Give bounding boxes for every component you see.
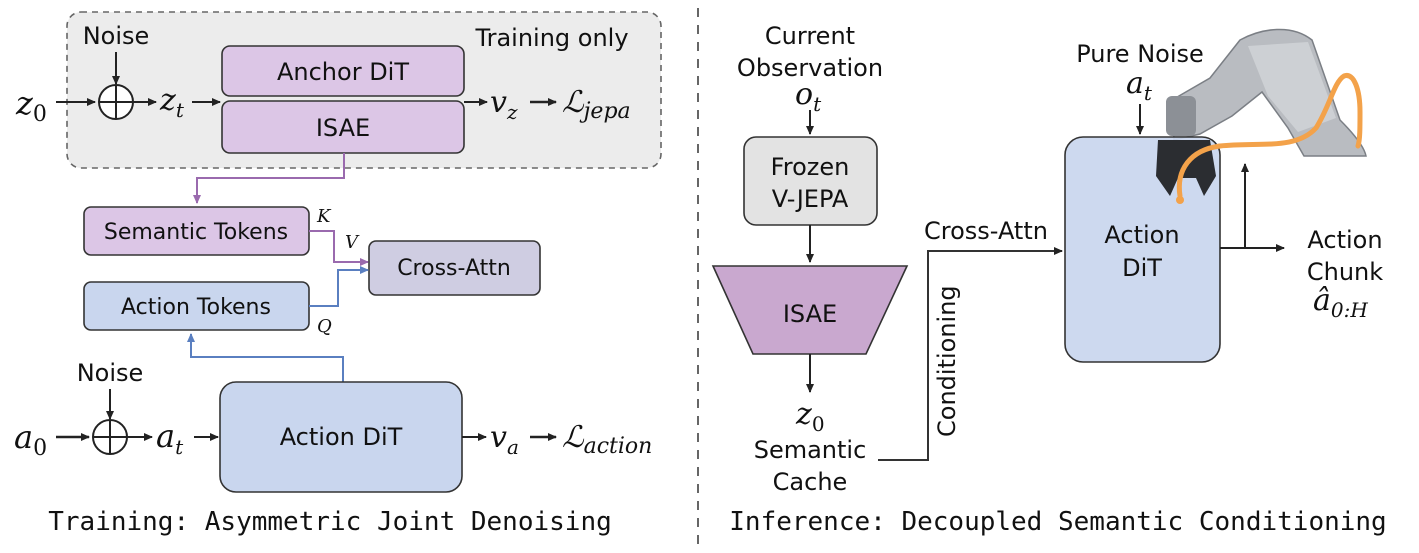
loss-jepa-symbol: ℒjepa (562, 85, 631, 124)
isae-top-label: ISAE (316, 114, 370, 142)
action-tokens-label: Action Tokens (121, 295, 271, 320)
inf-dit-label: DiT (1122, 254, 1162, 282)
output-action-label: Action (1307, 226, 1382, 254)
action-q-connector (309, 266, 369, 307)
dit-to-action-tokens-connector (187, 333, 344, 382)
inf-action-label: Action (1104, 221, 1179, 249)
anchor-dit-box (221, 45, 465, 97)
pure-noise-at-symbol: at (1126, 66, 1153, 105)
cross-attn-label: Cross-Attn (397, 256, 511, 281)
isae-trapezoid (711, 265, 909, 355)
current-label: Current (765, 22, 855, 50)
semantic-kv-connector (309, 230, 369, 266)
isae-to-semantic-connector (193, 153, 345, 204)
cross-attn-box (368, 240, 541, 296)
anchor-dit-label: Anchor DiT (277, 58, 409, 86)
vjepa-label: V-JEPA (772, 185, 849, 213)
q-label: Q (317, 316, 332, 337)
conditioning-label: Conditioning (933, 285, 961, 437)
pure-noise-label: Pure Noise (1076, 40, 1204, 68)
loss-action-symbol: ℒaction (562, 420, 652, 459)
cross-attn-inf-label: Cross-Attn (924, 217, 1048, 245)
conditioning-connector (878, 247, 1063, 461)
z0-symbol: z0 (15, 84, 47, 127)
training-caption: Training: Asymmetric Joint Denoising (48, 507, 612, 537)
ot-symbol: ot (795, 77, 822, 116)
sum-node-top (98, 84, 134, 120)
noise-label-top: Noise (83, 22, 150, 50)
isae-label: ISAE (783, 300, 837, 328)
sum-node-bottom (92, 419, 128, 455)
zt-symbol: zt (159, 83, 185, 122)
trace-overlay (1176, 143, 1223, 199)
output-chunk-label: Chunk (1307, 258, 1383, 286)
noise-label-bottom: Noise (77, 359, 144, 387)
inference-caption: Inference: Decoupled Semantic Conditioni… (729, 507, 1386, 537)
cache-label: Cache (773, 468, 848, 496)
k-label: K (316, 206, 332, 227)
output-ahat-symbol: â0:H (1313, 283, 1368, 322)
cache-z0-symbol: z0 (795, 397, 825, 436)
semantic-label: Semantic (754, 436, 867, 464)
frozen-label: Frozen (771, 153, 850, 181)
action-dit-label: Action DiT (280, 423, 403, 451)
training-only-label: Training only (474, 24, 628, 52)
va-symbol: va (490, 420, 519, 459)
observation-label: Observation (737, 54, 883, 82)
trace-dot (1176, 196, 1184, 204)
at-symbol: at (156, 417, 184, 459)
vz-symbol: vz (490, 85, 518, 124)
a0-symbol: a0 (14, 418, 47, 461)
v-label: V (345, 232, 360, 253)
semantic-tokens-label: Semantic Tokens (104, 220, 288, 245)
